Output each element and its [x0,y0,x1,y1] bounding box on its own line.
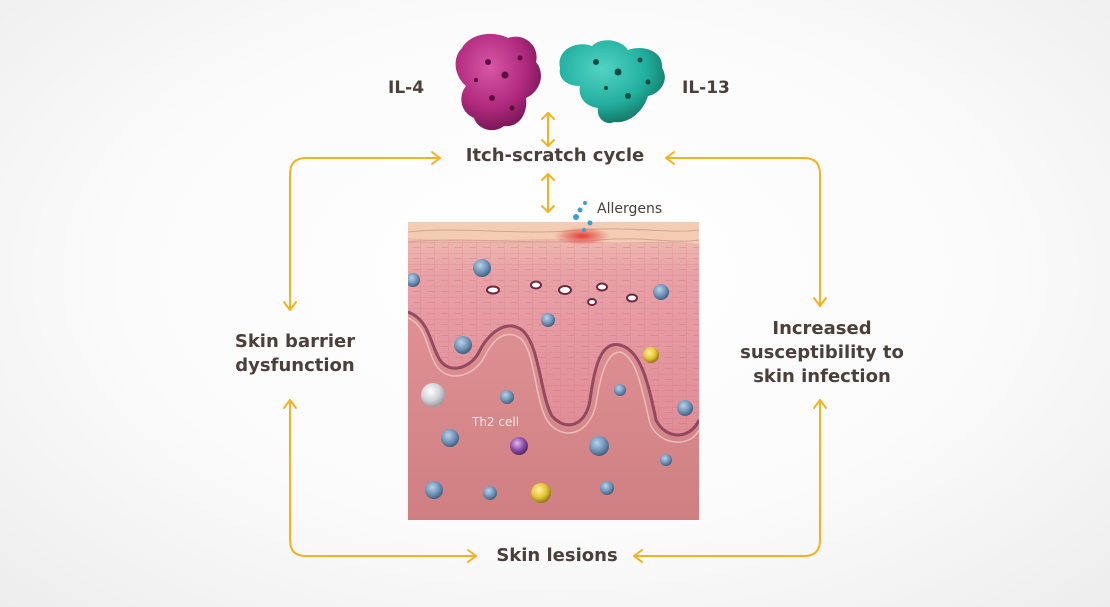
immune-cell [614,384,626,396]
skin-cross-section [408,222,699,520]
immune-cell [660,454,672,466]
skin-barrier-dysfunction-label: Skin barrier dysfunction [200,330,390,378]
itch-scratch-cycle-label: Itch-scratch cycle [465,145,645,166]
il4-label: IL-4 [388,78,425,98]
immune-cell [643,347,659,363]
immune-cell [589,436,609,456]
immune-cell [421,383,445,407]
skin-lesions-label: Skin lesions [496,545,618,566]
barrier-line-2: dysfunction [235,355,355,376]
double-arrow-icon [541,112,555,147]
arrow-to-lesions-right-icon [633,399,827,563]
immune-cell [541,313,555,327]
immune-cell [425,481,443,499]
immune-cell [653,284,669,300]
barrier-line-1: Skin barrier [234,331,356,352]
immune-cell [473,259,491,277]
immune-cell [408,273,420,287]
arrow-to-barrier-icon [283,151,441,311]
double-arrow-icon [541,173,555,213]
arrow-to-susceptibility-icon [665,151,827,307]
il4-protein [455,33,541,131]
immune-cell [500,390,514,404]
immune-cell [531,483,551,503]
suscept-line-1: Increased [772,318,872,339]
suscept-line-2: susceptibility to [740,342,904,363]
immune-cell [600,481,614,495]
th2-cell-marker [510,437,528,455]
increased-susceptibility-label: Increased susceptibility to skin infecti… [722,317,922,389]
arrow-to-lesions-left-icon [283,399,477,563]
suscept-line-3: skin infection [753,366,891,387]
immune-cell [454,336,472,354]
il13-protein [559,40,665,124]
allergens-label: Allergens [597,201,663,217]
immune-cell [483,486,497,500]
allergen-droplets [573,201,593,232]
immune-cell [441,429,459,447]
il13-label: IL-13 [682,78,730,98]
th2-cell-label: Th2 cell [472,415,520,429]
immune-cell [677,400,693,416]
